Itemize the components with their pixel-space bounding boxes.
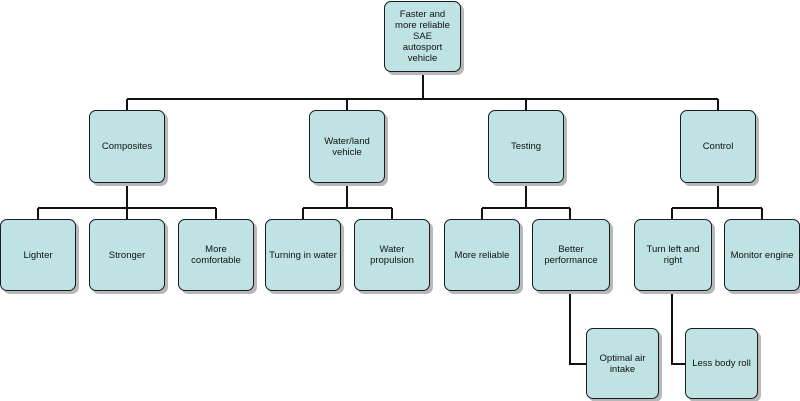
node-control: Control — [680, 110, 756, 183]
node-turning-in-water-label: Turning in water — [269, 249, 337, 261]
node-stronger: Stronger — [89, 219, 165, 291]
node-monitor-engine: Monitor engine — [724, 219, 800, 291]
node-more-reliable-label: More reliable — [454, 249, 510, 261]
node-turn-left-and-right-label: Turn left and right — [646, 244, 700, 266]
node-stronger-label: Stronger — [108, 249, 146, 261]
node-root: Faster and more reliable SAE autosport v… — [384, 1, 461, 72]
node-more-comfortable-label: More comfortable — [191, 244, 241, 266]
node-water-land-vehicle-label: Water/land vehicle — [324, 135, 370, 158]
connector-to-optimal-air-intake — [569, 291, 586, 365]
node-more-comfortable: More comfortable — [178, 219, 254, 291]
node-lighter-label: Lighter — [23, 249, 53, 261]
node-water-propulsion-label: Water propulsion — [370, 244, 414, 266]
node-turn-left-and-right: Turn left and right — [634, 219, 712, 291]
node-testing: Testing — [488, 110, 564, 183]
node-lighter: Lighter — [0, 219, 76, 291]
node-optimal-air-intake-label: Optimal air intake — [599, 352, 646, 375]
node-more-reliable: More reliable — [444, 219, 520, 291]
node-testing-label: Testing — [510, 141, 542, 152]
node-water-propulsion: Water propulsion — [354, 219, 430, 291]
node-monitor-engine-label: Monitor engine — [730, 249, 794, 261]
node-root-label: Faster and more reliable SAE autosport v… — [395, 9, 450, 64]
node-composites: Composites — [89, 110, 165, 183]
node-less-body-roll: Less body roll — [685, 328, 758, 399]
node-composites-label: Composites — [101, 141, 153, 152]
connector-to-less-body-roll — [671, 291, 685, 365]
node-less-body-roll-label: Less body roll — [692, 358, 751, 369]
node-water-land-vehicle: Water/land vehicle — [309, 110, 385, 183]
node-turning-in-water: Turning in water — [265, 219, 341, 291]
node-control-label: Control — [702, 141, 734, 152]
node-better-performance: Better performance — [532, 219, 610, 291]
node-better-performance-label: Better performance — [544, 244, 598, 266]
node-optimal-air-intake: Optimal air intake — [586, 328, 659, 399]
